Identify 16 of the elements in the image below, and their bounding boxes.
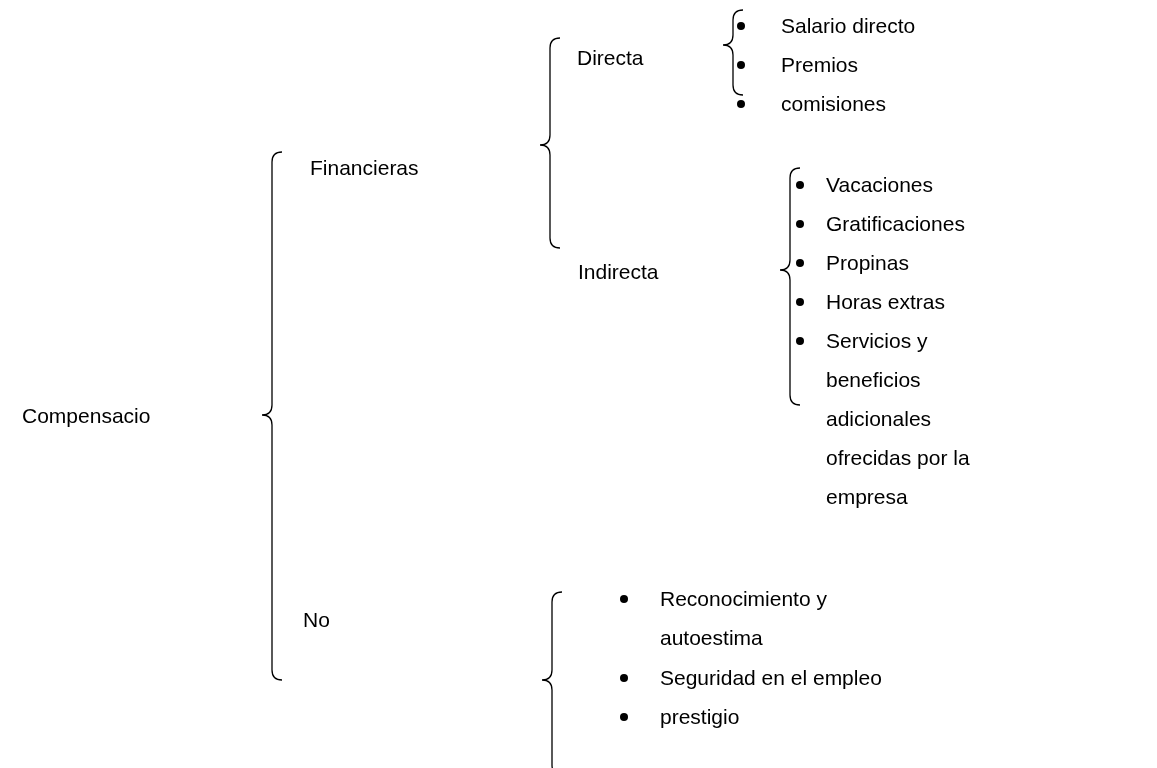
list-text: Compensacio bbox=[22, 403, 151, 429]
list-text: Servicios y beneficios adicionales ofrecidas por la empresa bbox=[826, 328, 971, 510]
list-text: Financieras bbox=[310, 155, 419, 181]
list-text: Reconocimiento y autoestima bbox=[660, 586, 828, 651]
list-text: Salario directo bbox=[781, 13, 916, 39]
list-text: Vacaciones bbox=[826, 172, 933, 198]
list-text: Seguridad en el empleo bbox=[660, 665, 882, 691]
list-text: No bbox=[303, 607, 330, 633]
list-text: Horas extras bbox=[826, 289, 946, 315]
list-text: Directa bbox=[577, 45, 644, 71]
list-text: comisiones bbox=[781, 91, 887, 117]
list-text: Propinas bbox=[826, 250, 909, 276]
list-text: Gratificaciones bbox=[826, 211, 965, 237]
list-text: Indirecta bbox=[578, 259, 659, 285]
list-text: Premios bbox=[781, 52, 859, 78]
list-text: prestigio bbox=[660, 704, 740, 730]
